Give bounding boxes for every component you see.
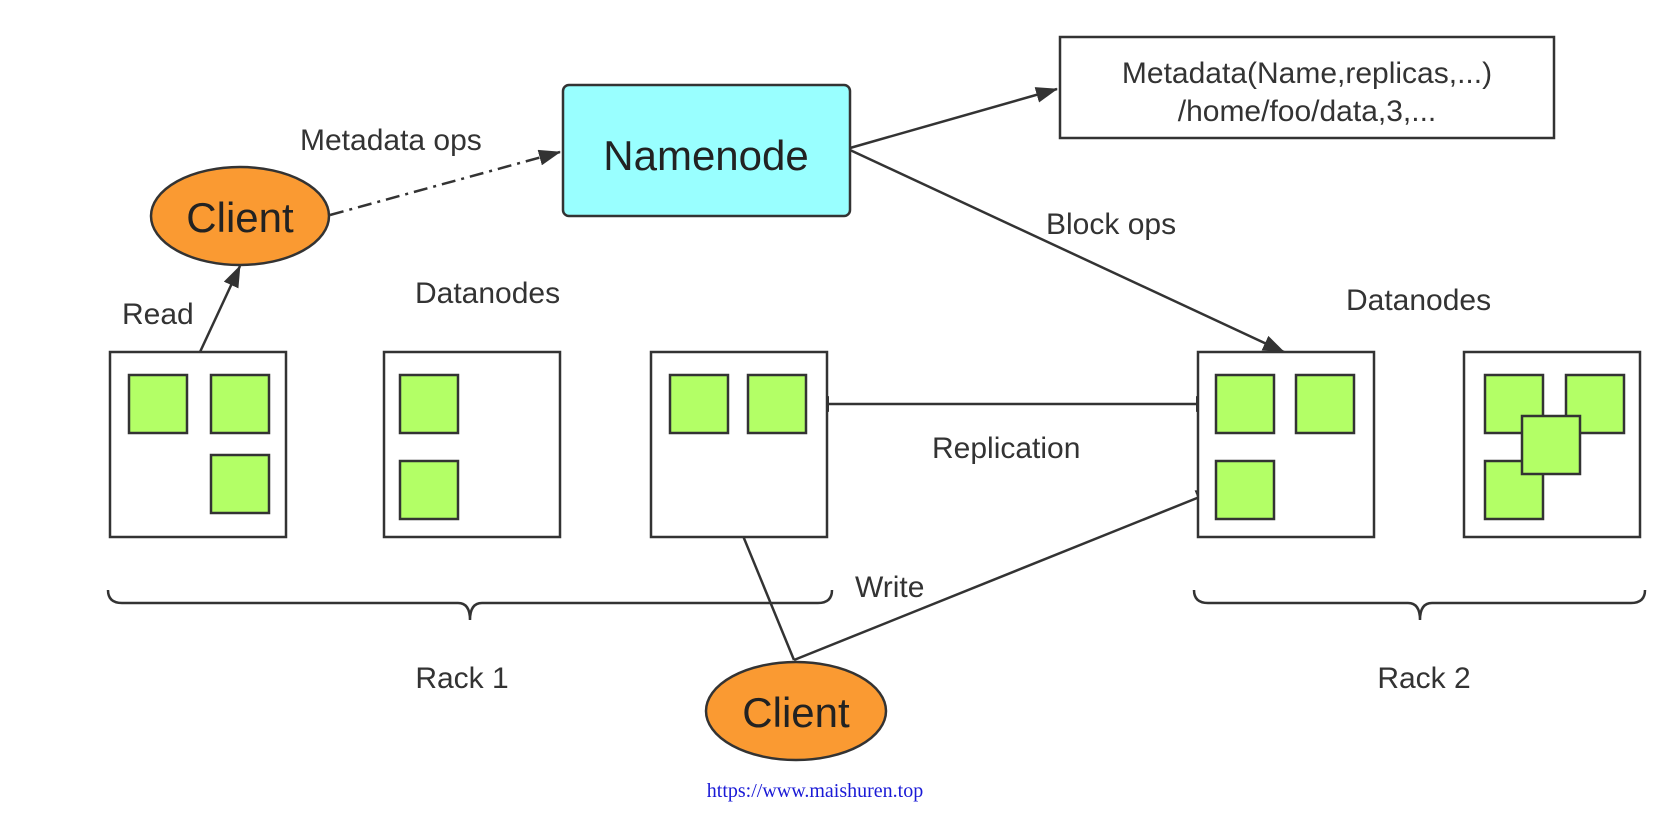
rack-1-label: Rack 1 [415, 662, 508, 695]
metadata-box [1058, 35, 1556, 140]
rack-1-brace [106, 589, 834, 621]
metadata-line-1: Metadata(Name,replicas,...) [1122, 57, 1492, 90]
data-block [209, 453, 271, 515]
rack-2-brace [1192, 589, 1647, 621]
client-top-label: Client [186, 194, 294, 241]
data-block [668, 373, 730, 435]
datanodes-left-label: Datanodes [415, 277, 560, 310]
metadata-arrow [849, 87, 1058, 150]
read-label: Read [122, 298, 194, 331]
data-block [398, 459, 460, 521]
client-top-node [149, 165, 331, 267]
data-block [1520, 414, 1582, 476]
data-block [209, 373, 271, 435]
metadata-ops-arrow [329, 149, 561, 217]
replication-label: Replication [932, 432, 1080, 465]
block-ops-label: Block ops [1046, 208, 1176, 241]
metadata-ops-label: Metadata ops [300, 124, 482, 157]
metadata-line-2: /home/foo/data,3,... [1178, 95, 1437, 128]
datanodes-right-label: Datanodes [1346, 284, 1491, 317]
data-block [398, 373, 460, 435]
watermark-url: https://www.maishuren.top [707, 780, 923, 802]
data-block [127, 373, 189, 435]
block-ops-arrow [849, 148, 1285, 354]
namenode-label: Namenode [603, 132, 808, 179]
write-arrow-rack2 [793, 488, 1218, 662]
read-arrow [198, 265, 242, 353]
data-block [746, 373, 808, 435]
client-bottom-label: Client [742, 689, 850, 736]
data-block [1214, 459, 1276, 521]
client-bottom-node [704, 660, 888, 762]
data-block [1214, 373, 1276, 435]
data-block [1483, 459, 1545, 521]
write-label: Write [855, 571, 924, 604]
rack-2-label: Rack 2 [1377, 662, 1470, 695]
namenode-node [561, 83, 852, 218]
data-block [1294, 373, 1356, 435]
